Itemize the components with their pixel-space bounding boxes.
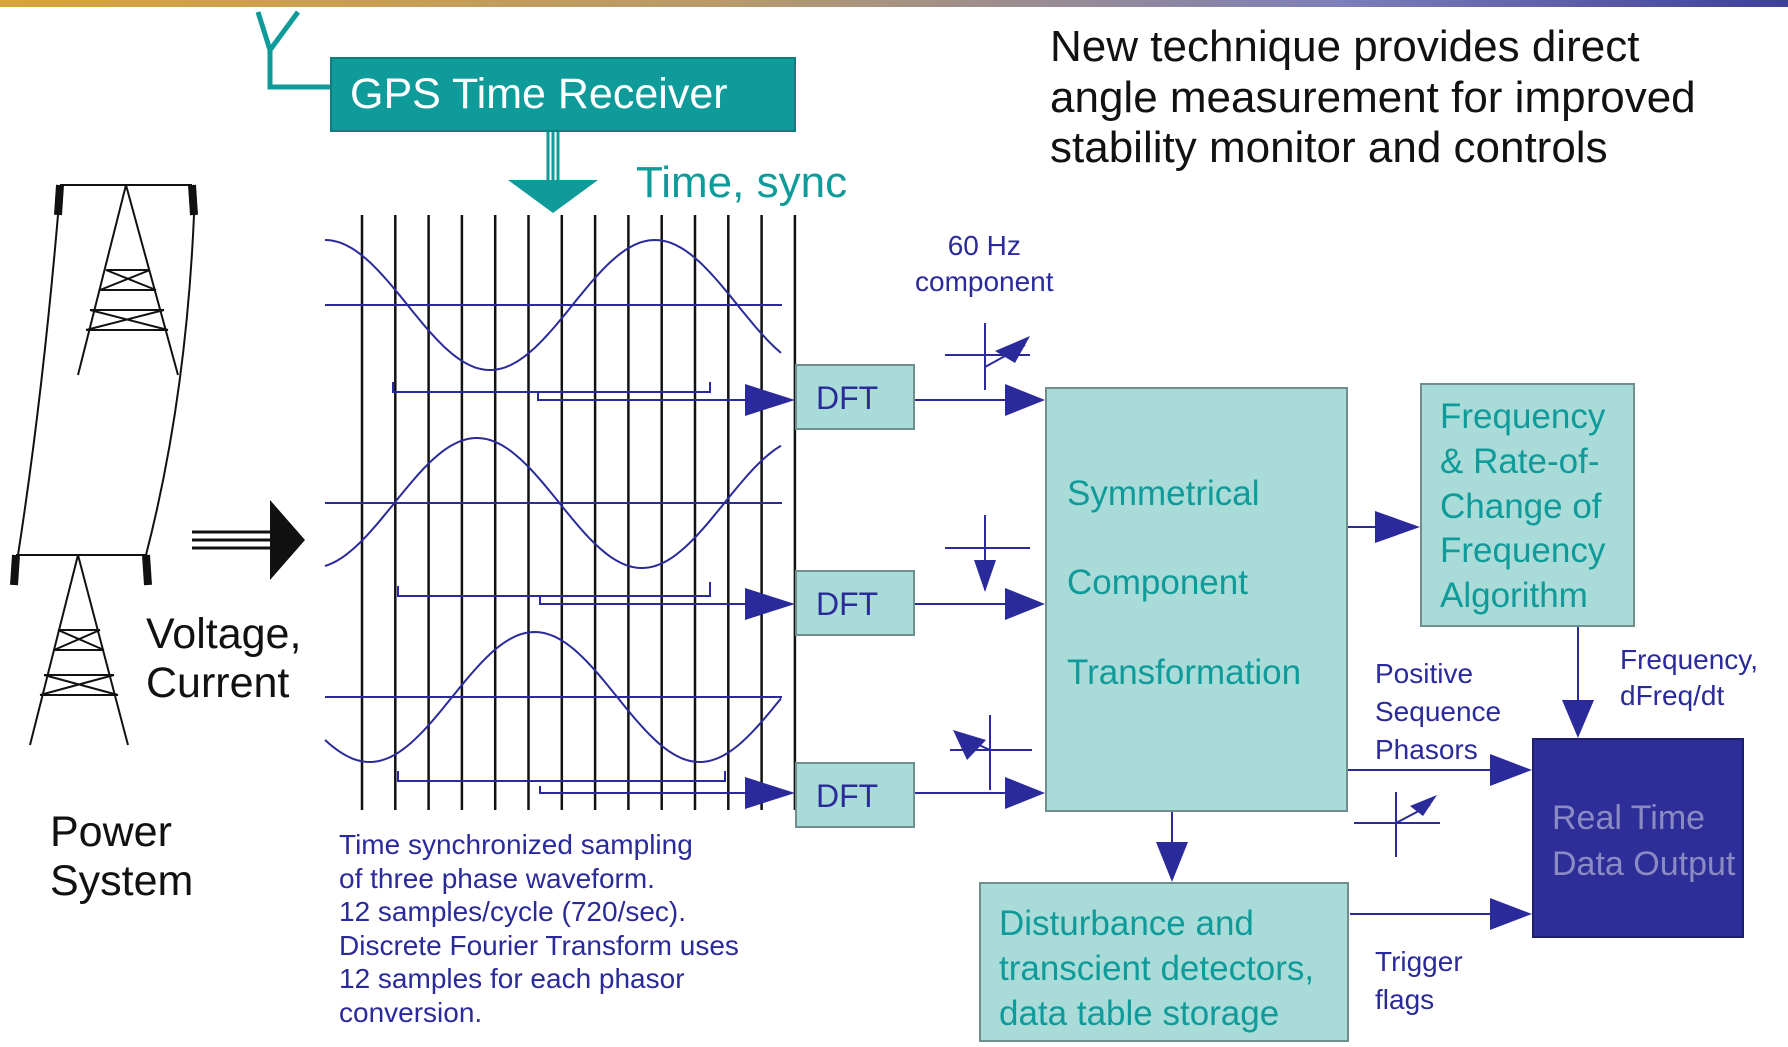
phasor-icon-3 — [950, 715, 1032, 790]
disturbance-detectors-box: Disturbance and transcient detectors, da… — [979, 882, 1349, 1042]
symmetrical-line: Symmetrical — [1067, 474, 1260, 513]
phasor-icon-1 — [945, 323, 1030, 390]
phase-waveform-1 — [324, 238, 782, 372]
positive-seq-line: Sequence — [1375, 695, 1502, 727]
gps-time-receiver-label: GPS Time Receiver — [350, 70, 728, 118]
frequency-algorithm-label: Frequency & Rate-of- Change of Frequency… — [1440, 395, 1605, 619]
frequency-algo-line: & Rate-of- — [1440, 441, 1600, 481]
sampling-note-line: 12 samples/cycle (720/sec). — [339, 896, 687, 928]
positive-seq-line: Phasors — [1375, 733, 1478, 765]
symmetrical-label: Symmetrical Component Transformation — [1067, 449, 1301, 717]
disturbance-line: data table storage — [999, 993, 1280, 1033]
voltage-current-label: Voltage, Current — [146, 610, 301, 709]
frequency-output-line: dFreq/dt — [1620, 680, 1725, 712]
phase-waveform-3 — [324, 630, 782, 764]
current-label: Current — [146, 659, 290, 708]
sampling-note-line: conversion. — [339, 996, 483, 1028]
sampling-note-line: Discrete Fourier Transform uses — [339, 929, 739, 961]
frequency-output-label: Frequency, dFreq/dt — [1620, 642, 1758, 715]
phasor-icon-output — [1354, 792, 1440, 857]
realtime-line: Real Time — [1552, 799, 1706, 837]
transmission-tower-icon-lower — [10, 554, 152, 746]
disturbance-line: Disturbance and — [999, 904, 1254, 943]
headline-line: angle measurement for improved — [1050, 72, 1696, 122]
slide-top-bar — [0, 0, 1788, 7]
dft-label: DFT — [816, 778, 879, 814]
sync-arrow-icon — [508, 132, 598, 213]
sampling-note-line: Time synchronized sampling — [339, 829, 693, 860]
headline: New technique provides direct angle meas… — [1050, 22, 1696, 174]
frequency-algo-line: Change of — [1440, 486, 1602, 526]
hz-label-line: 60 Hz — [947, 230, 1021, 261]
power-system-line: System — [50, 857, 194, 906]
frequency-algo-line: Frequency — [1440, 531, 1606, 571]
time-sync-label: Time, sync — [636, 158, 848, 207]
frequency-to-realtime-arrow — [1562, 627, 1594, 738]
voltage-label: Voltage, — [146, 610, 302, 658]
headline-line: New technique provides direct — [1050, 22, 1640, 71]
trigger-line: flags — [1375, 983, 1435, 1015]
symmetrical-component-box: Symmetrical Component Transformation — [1045, 387, 1348, 812]
sym-to-disturbance-arrow — [1156, 812, 1188, 882]
realtime-line: Data Output — [1552, 844, 1736, 883]
waveform-to-dft-connectors — [392, 382, 745, 794]
dft-to-symmetrical-arrows — [915, 384, 1045, 809]
frequency-algo-line: Frequency — [1440, 397, 1606, 436]
hz-component-label: 60 Hz component — [915, 228, 1054, 301]
dft-label: DFT — [816, 586, 879, 622]
power-system-label: Power System — [50, 808, 193, 907]
symmetrical-line: Component — [1067, 563, 1248, 603]
phasors-to-realtime-arrow — [1348, 754, 1532, 786]
symmetrical-line: Transformation — [1067, 652, 1302, 692]
trigger-line: Trigger — [1375, 946, 1463, 977]
sym-to-frequency-arrow — [1348, 511, 1420, 543]
sampling-note: Time synchronized sampling of three phas… — [339, 828, 739, 1030]
frequency-algorithm-box: Frequency & Rate-of- Change of Frequency… — [1420, 383, 1635, 627]
transmission-tower-icon-upper — [17, 184, 198, 556]
headline-line: stability monitor and controls — [1050, 123, 1608, 173]
frequency-algo-line: Algorithm — [1440, 576, 1588, 616]
sampling-note-line: 12 samples for each phasor — [339, 963, 685, 995]
phasor-icon-2 — [945, 515, 1030, 592]
trigger-flags-label: Trigger flags — [1375, 943, 1463, 1019]
realtime-data-output-box: Real Time Data Output — [1532, 738, 1744, 938]
gps-time-receiver-box: GPS Time Receiver — [330, 57, 796, 132]
input-arrow-icon — [192, 500, 305, 580]
dft-label: DFT — [816, 380, 879, 416]
dft-input-arrows — [745, 384, 795, 809]
gps-antenna-icon — [255, 10, 330, 90]
dft-box-2: DFT — [795, 570, 915, 636]
dft-box-3: DFT — [795, 762, 915, 828]
disturbance-line: transcient detectors, — [999, 948, 1315, 988]
positive-seq-line: Positive — [1375, 658, 1474, 689]
power-system-line: Power — [50, 808, 172, 856]
dft-box-1: DFT — [795, 364, 915, 430]
hz-label-line: component — [915, 266, 1054, 298]
sampling-note-line: of three phase waveform. — [339, 862, 655, 894]
realtime-label: Real Time Data Output — [1552, 796, 1735, 888]
frequency-output-line: Frequency, — [1620, 644, 1758, 675]
positive-sequence-label: Positive Sequence Phasors — [1375, 655, 1501, 768]
trigger-to-realtime-arrow — [1350, 898, 1532, 930]
phase-waveform-2 — [324, 437, 782, 569]
disturbance-label: Disturbance and transcient detectors, da… — [999, 902, 1314, 1036]
